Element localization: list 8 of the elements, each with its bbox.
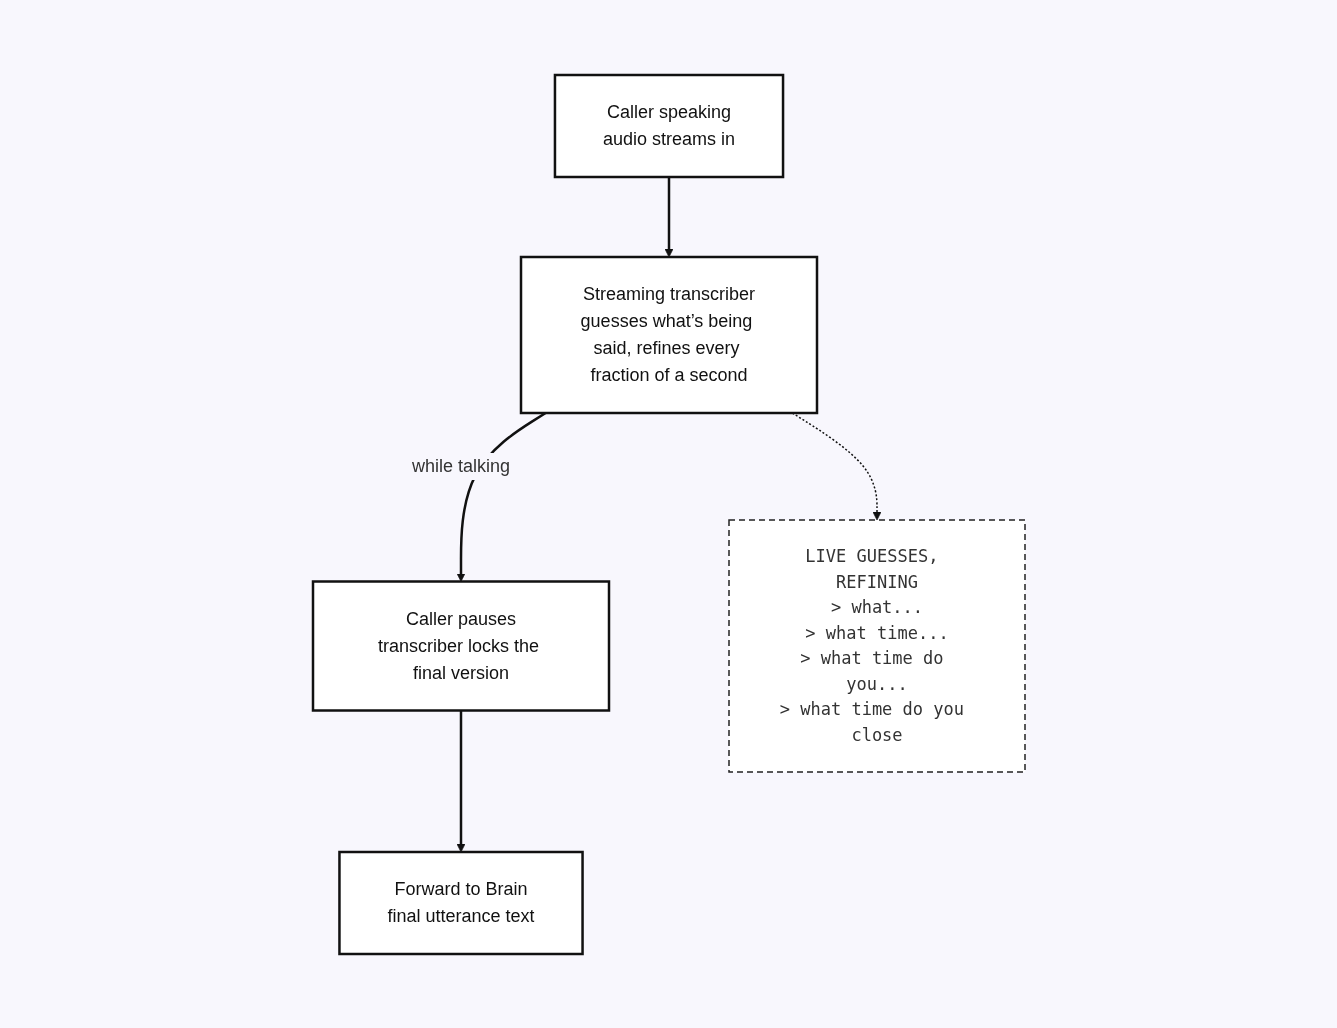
edge-label: while talking [411, 455, 510, 476]
node-box: Forward to Brain final utterance text [337, 850, 584, 955]
node-box: Caller pauses transcriber locks the final version [311, 579, 610, 712]
arrow [456, 710, 465, 852]
node-box: Streaming transcriber guesses what’s being said, refines every fraction of a second [519, 255, 818, 414]
arrow [664, 176, 673, 257]
node-box: Caller speaking audio streams in [553, 73, 784, 178]
node-box: LIVE GUESSES, REFINING > what... > what time... > what time do you... > what time do you close [727, 518, 1026, 773]
